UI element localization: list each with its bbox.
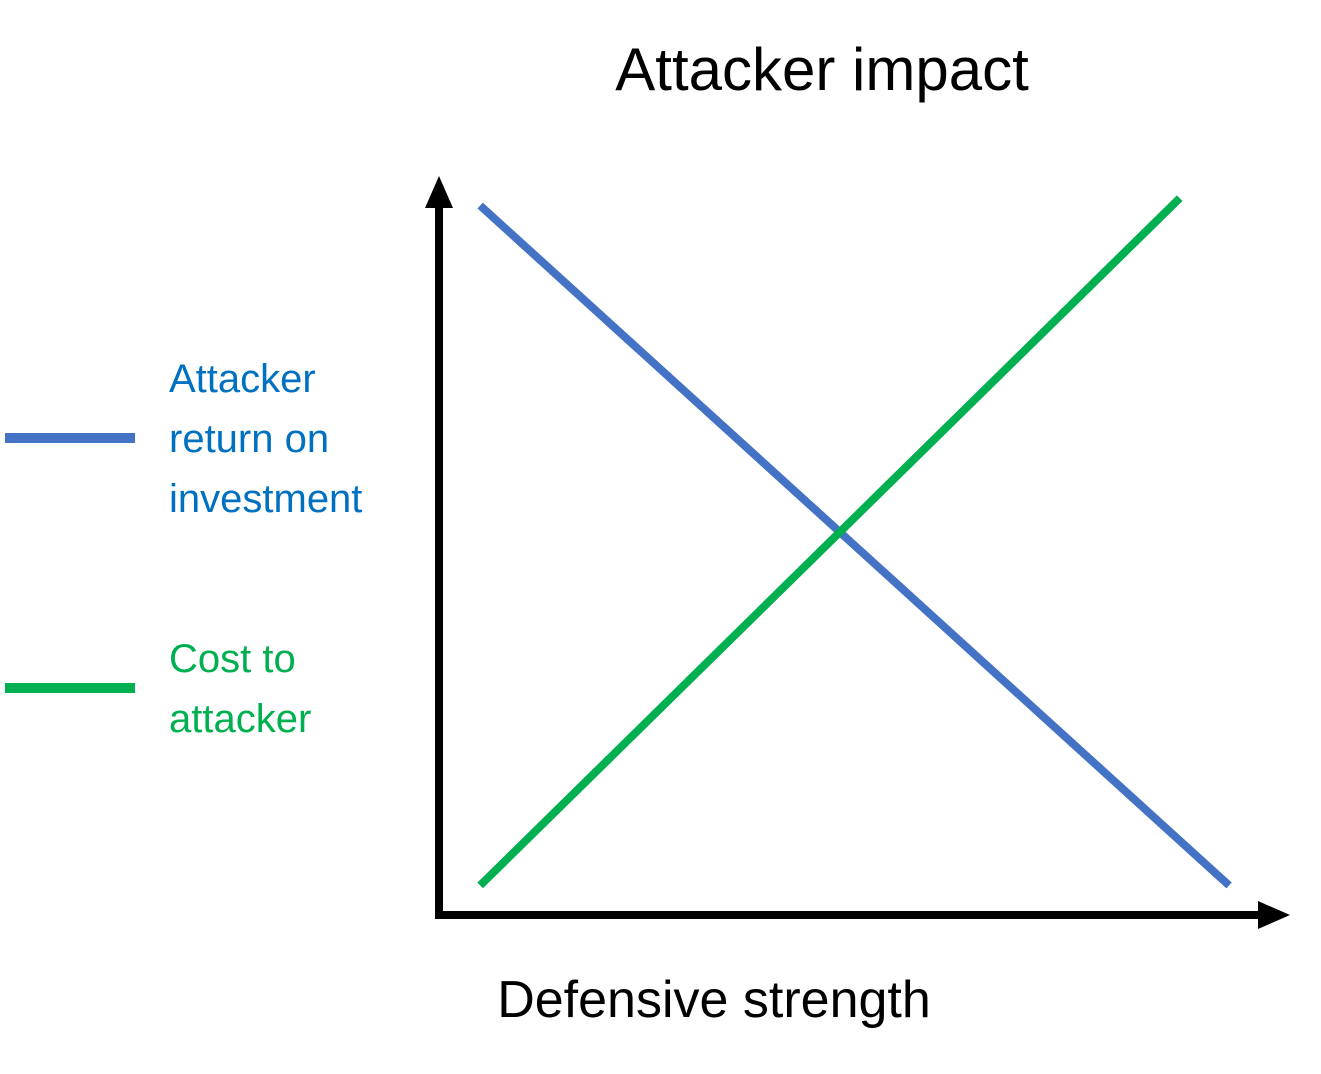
axes <box>425 176 1290 929</box>
legend-label-2: Cost to attacker <box>169 637 311 741</box>
series-line-2 <box>477 195 1183 889</box>
legend-label-1: Attacker return on investment <box>169 357 362 521</box>
y-axis-arrowhead <box>425 176 453 208</box>
legend-label-2-line-2: attacker <box>169 697 311 741</box>
plot-area <box>477 195 1232 889</box>
legend-label-2-line-1: Cost to <box>169 637 296 681</box>
x-axis-label: Defensive strength <box>497 971 931 1029</box>
legend-label-1-line-1: Attacker <box>169 357 316 401</box>
legend-label-1-line-3: investment <box>169 477 362 521</box>
legend-label-1-line-2: return on <box>169 417 329 461</box>
series-line-1 <box>477 202 1232 889</box>
x-axis-arrowhead <box>1258 901 1290 929</box>
chart-title: Attacker impact <box>615 36 1029 103</box>
